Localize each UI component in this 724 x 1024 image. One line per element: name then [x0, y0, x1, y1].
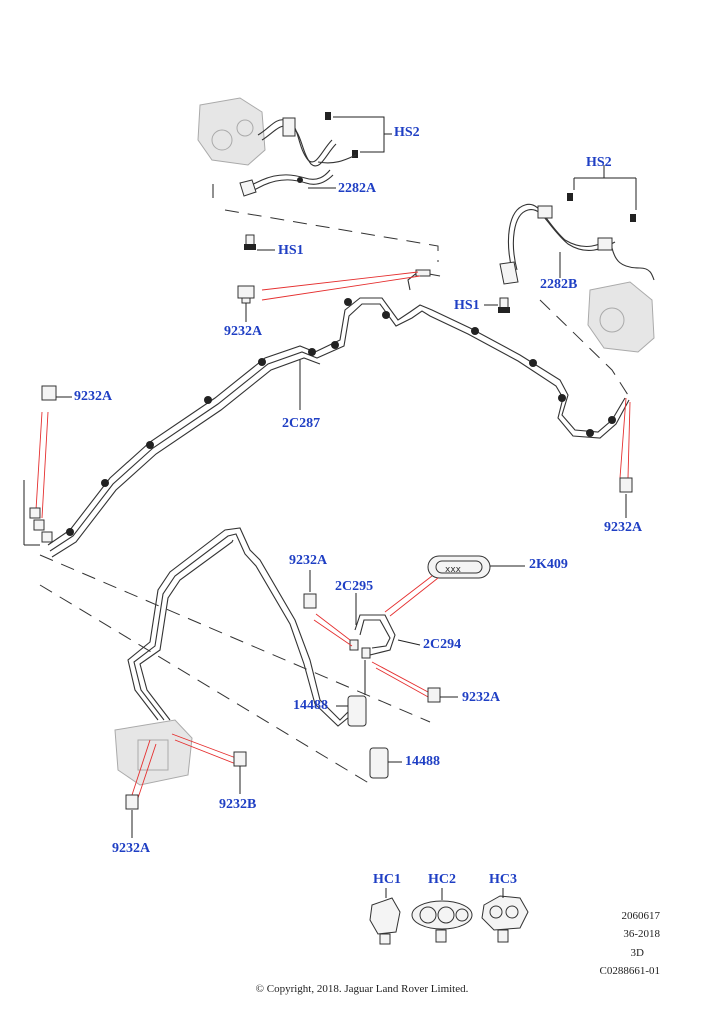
copyright-notice: © Copyright, 2018. Jaguar Land Rover Lim… [255, 983, 469, 995]
label-hs1-right: HS1 [454, 298, 480, 313]
label-2282a: 2282A [338, 181, 377, 196]
clip-hc2 [411, 900, 473, 943]
valve-14488-upper [347, 695, 367, 727]
front-right-hose [499, 193, 655, 285]
bolt-hs1-top [244, 234, 256, 250]
red-leader-9232b [171, 733, 237, 765]
red-leader-9232a-mid [313, 613, 353, 647]
reference-line-2: 36-2018 [623, 928, 660, 940]
label-hc2: HC2 [428, 872, 456, 887]
fitting-9232a-mid-right [427, 687, 441, 703]
red-leader-9232a-mid-right [371, 661, 431, 699]
label-9232a-right: 9232A [604, 520, 643, 535]
left-clips [29, 507, 53, 543]
label-hs2-top: HS2 [394, 125, 420, 140]
fitting-9232a-left [41, 385, 57, 401]
fitting-9232a-bottom [125, 794, 139, 810]
reference-line-1: 2060617 [621, 910, 661, 922]
label-2282b: 2282B [540, 277, 578, 292]
red-leader-9232a-left [35, 411, 49, 519]
label-9232a-left: 9232A [74, 389, 113, 404]
label-9232a-mid-right: 9232A [462, 690, 501, 705]
left-clip-bracket [23, 480, 40, 546]
label-9232a-mid: 9232A [289, 553, 328, 568]
label-2k409: 2K409 [529, 557, 568, 572]
label-2c287: 2C287 [282, 416, 321, 431]
clip-hc3 [481, 895, 529, 943]
clip-hc1 [369, 897, 401, 945]
red-leader-9232a-top [261, 271, 421, 301]
red-leader-9232a-bottom [131, 739, 157, 799]
label-hc1: HC1 [373, 872, 401, 887]
hs2-top-bracket-line [333, 116, 385, 153]
label-hc3: HC3 [489, 872, 517, 887]
leader-2c294 [397, 639, 421, 646]
dashed-frame-right [539, 299, 629, 396]
label-hs2-right: HS2 [586, 155, 612, 170]
fitting-9232b [233, 751, 247, 767]
label-9232a-top: 9232A [224, 324, 263, 339]
label-9232a-bottom: 9232A [112, 841, 151, 856]
reference-line-3: 3D [630, 947, 644, 959]
label-hs1-top: HS1 [278, 243, 304, 258]
rear-pipe-bundle [127, 527, 396, 727]
reference-line-4: C0288661-01 [599, 965, 661, 977]
hose-2282a [239, 169, 334, 197]
label-2c294: 2C294 [423, 637, 462, 652]
front-right-caliper [587, 281, 655, 353]
fitting-9232a-mid [303, 593, 317, 609]
fitting-9232a-right [619, 477, 633, 493]
label-14488-lower: 14488 [405, 754, 440, 769]
grommet-2k409: xxx [427, 555, 491, 579]
label-14488-upper: 14488 [293, 698, 328, 713]
label-9232b: 9232B [219, 797, 257, 812]
label-2c295: 2C295 [335, 579, 374, 594]
dashed-frame-upper [224, 209, 439, 262]
hs2-right-bracket [573, 165, 637, 210]
red-leader-9232a-right [619, 397, 631, 479]
bolt-hs1-right [498, 297, 510, 313]
pipe-2c287 [47, 269, 630, 558]
red-leader-2k409 [384, 575, 439, 617]
dashed-frame-lower-2 [39, 584, 373, 786]
front-left-caliper [197, 97, 358, 167]
valve-14488-lower [369, 747, 389, 779]
fitting-9232a-top [237, 285, 255, 304]
svg-text:xxx: xxx [445, 565, 462, 575]
